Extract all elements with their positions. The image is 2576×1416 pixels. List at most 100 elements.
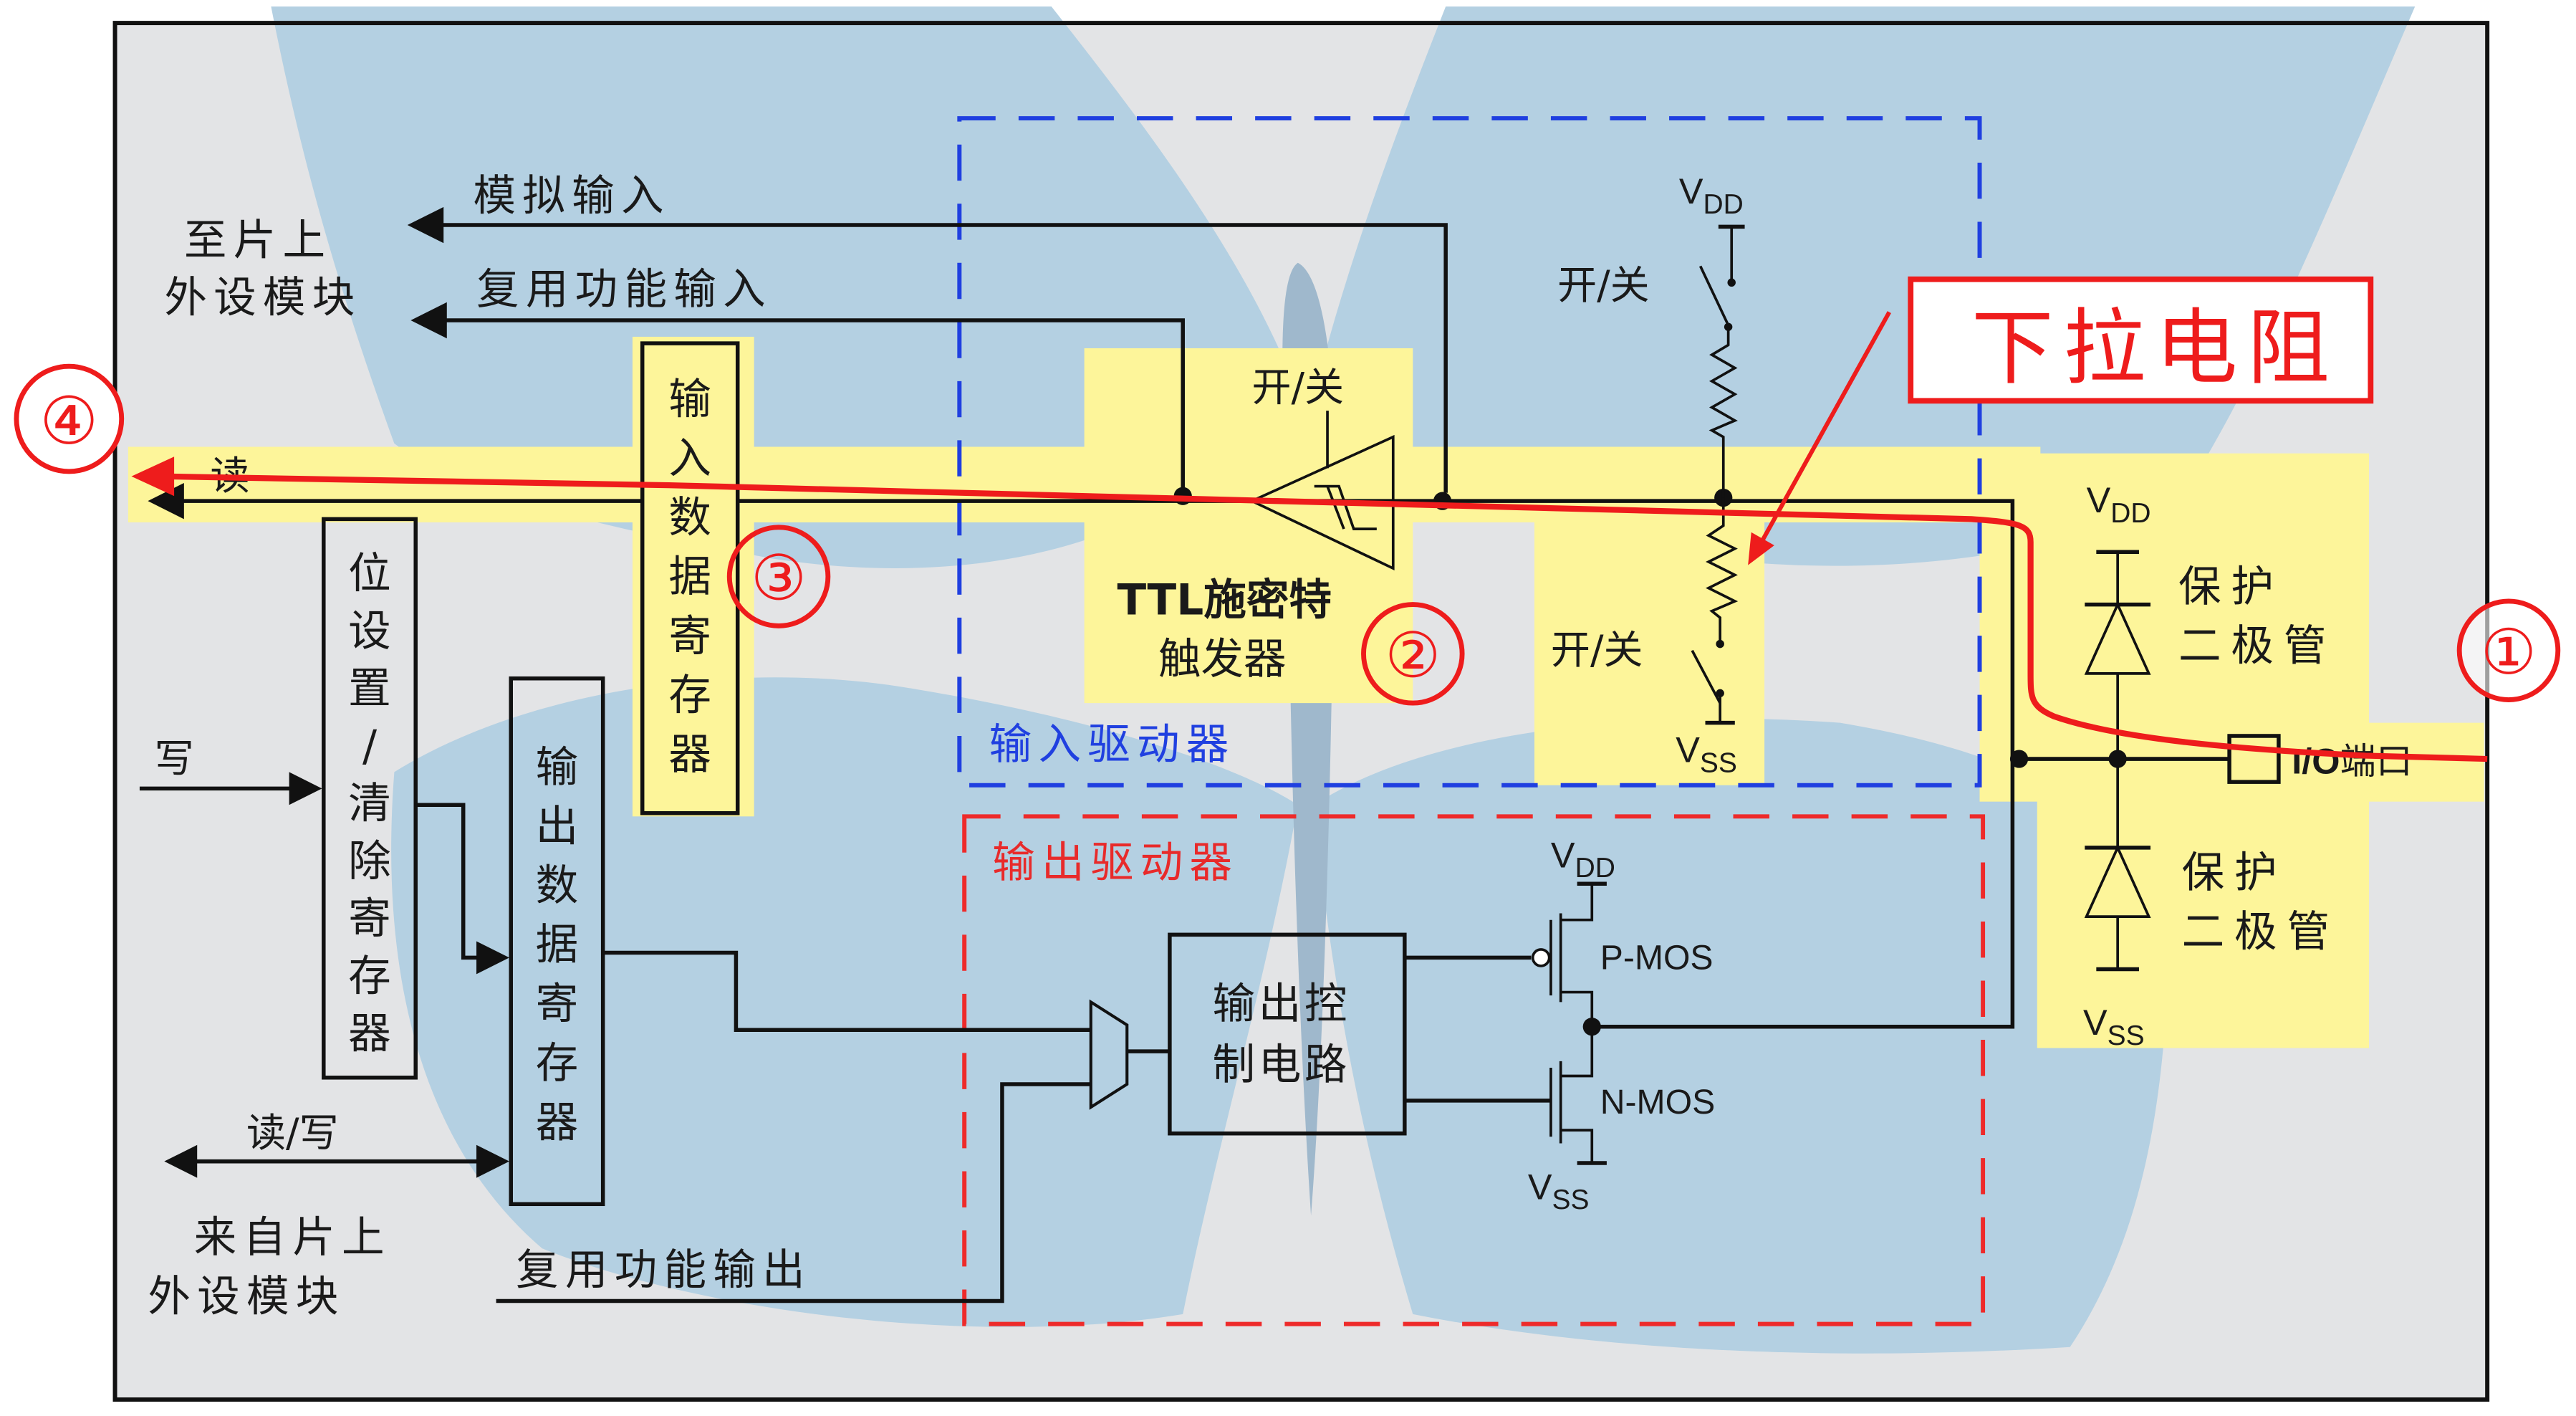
register-label-char: 输 <box>536 743 579 793</box>
to-peripheral-label-line1: 至片上 <box>184 216 332 265</box>
register-label-char: 寄 <box>348 894 391 944</box>
register-label-char: 设 <box>348 607 391 656</box>
hysteresis-icon <box>1314 484 1377 530</box>
register-label-char: 据 <box>536 921 579 970</box>
marker-1-circle <box>2456 598 2561 702</box>
read-bus-arrow-icon <box>148 482 184 520</box>
pull-resistor-network <box>1691 224 1745 725</box>
read-signal-path <box>160 473 2488 762</box>
pulldown-highlight <box>1534 492 1765 785</box>
output-driver-title: 输出驱动器 <box>992 838 1239 888</box>
io-pin-pad[interactable] <box>2227 734 2281 784</box>
io-port-label: I/O端口 <box>2292 740 2412 783</box>
pulldown-resistor-icon <box>1705 497 1739 641</box>
pmos-gate-bubble <box>1531 948 1551 967</box>
protection-vdd-label: VDD <box>2087 479 2151 529</box>
cmos-output-stage <box>1404 759 2015 1165</box>
analog-input-label: 模拟输入 <box>473 171 670 221</box>
switch-contact <box>1727 278 1736 287</box>
io-port-cn: 端口 <box>2340 740 2413 783</box>
pulldown-switch-blade <box>1691 649 1721 704</box>
pullup-switch-label: 开/关 <box>1557 262 1650 308</box>
analog-input-line <box>407 206 1448 493</box>
input-driver-boundary <box>957 116 1982 788</box>
marker-4: ④ <box>14 363 125 474</box>
register-label-char: 器 <box>536 1098 579 1147</box>
vss-main: V <box>1676 729 1700 770</box>
pullup-resistor-icon <box>1708 327 1738 498</box>
schmitt-highlight <box>1084 348 1413 704</box>
vdd-sub: DD <box>2110 498 2150 529</box>
output-data-register <box>509 676 605 1207</box>
schmitt-label-line2: 触发器 <box>1158 635 1287 684</box>
register-label-char: / <box>362 722 378 771</box>
register-label-char: 数 <box>536 861 579 911</box>
write-label: 写 <box>155 735 194 781</box>
register-label-char: 入 <box>668 434 711 484</box>
output-driver-boundary <box>962 814 1986 1326</box>
vdd-main: V <box>1679 171 1703 211</box>
alt-function-output-wire <box>496 1082 1091 1303</box>
analog-input-arrow-icon <box>407 206 444 244</box>
upper-diode-label-line2: 二极管 <box>2178 622 2336 671</box>
alt-function-input-arrow-icon <box>410 302 447 339</box>
marker-3-label: ③ <box>751 544 807 613</box>
vss-sub: SS <box>2108 1020 2145 1051</box>
vdd-main: V <box>1551 834 1575 875</box>
read-bus-wire <box>167 499 2015 760</box>
register-label-char: 存 <box>348 952 391 1001</box>
output-vdd-label: VDD <box>1551 834 1615 884</box>
vss-main: V <box>2083 1002 2108 1043</box>
junction-dot <box>2009 750 2029 768</box>
protection-diodes <box>2009 550 2230 972</box>
marker-4-label: ④ <box>39 385 98 458</box>
pulldown-vss-label: VSS <box>1676 729 1737 779</box>
butterfly-wing-upper-right <box>1314 6 2416 566</box>
alt-function-input-wire <box>433 318 1185 493</box>
alt-function-input-label: 复用功能输入 <box>476 265 772 315</box>
pulldown-callout-text: 下拉电阻 <box>1971 301 2340 396</box>
marker-1-label: ① <box>2481 618 2537 687</box>
vdd-sub: DD <box>1575 853 1615 884</box>
to-peripheral-label-line2: 外设模块 <box>164 274 361 323</box>
io-port-latin: I/O <box>2292 741 2340 782</box>
pullup-switch-blade <box>1698 265 1730 326</box>
upper-diode-label-line1: 保护 <box>2178 563 2284 612</box>
marker-4-circle <box>14 363 125 474</box>
register-label-char: 出 <box>536 803 579 852</box>
alt-function-input-line <box>410 302 1185 493</box>
register-label-char: 器 <box>668 730 711 780</box>
write-arrow-icon <box>289 772 322 805</box>
odr-to-mux-wire <box>602 950 1091 1033</box>
pmos-label: P-MOS <box>1600 938 1714 977</box>
register-label-char: 位 <box>348 550 391 599</box>
marker-2-circle <box>1361 602 1465 706</box>
vdd-sub: DD <box>1703 189 1743 220</box>
switch-contact <box>1716 639 1724 649</box>
upper-diode-icon <box>2084 601 2151 675</box>
output-control-label-line2: 制电路 <box>1213 1041 1351 1090</box>
vss-sub: SS <box>1700 747 1737 778</box>
marker-1: ① <box>2456 598 2561 702</box>
register-label-char: 寄 <box>536 980 579 1029</box>
output-mux <box>1089 999 1129 1110</box>
diagram-frame-border <box>112 21 2490 1402</box>
input-driver-title: 输入驱动器 <box>989 720 1236 770</box>
register-label-char: 存 <box>668 671 711 720</box>
alt-function-output-label: 复用功能输出 <box>516 1246 812 1296</box>
register-label-char: 输 <box>668 375 711 425</box>
lower-diode-label-line1: 保护 <box>2182 848 2287 898</box>
marker-2: ② <box>1361 602 1465 706</box>
pulldown-callout-box <box>1908 276 2374 404</box>
pullup-vdd-label: VDD <box>1679 171 1744 220</box>
lower-diode-label-line2: 二极管 <box>2182 907 2340 957</box>
read-write-label: 读/写 <box>246 1110 339 1156</box>
input-data-register <box>640 341 740 815</box>
marker-3: ③ <box>726 525 831 628</box>
butterfly-wing-upper-left <box>271 6 1298 568</box>
output-control-circuit <box>1168 932 1407 1136</box>
